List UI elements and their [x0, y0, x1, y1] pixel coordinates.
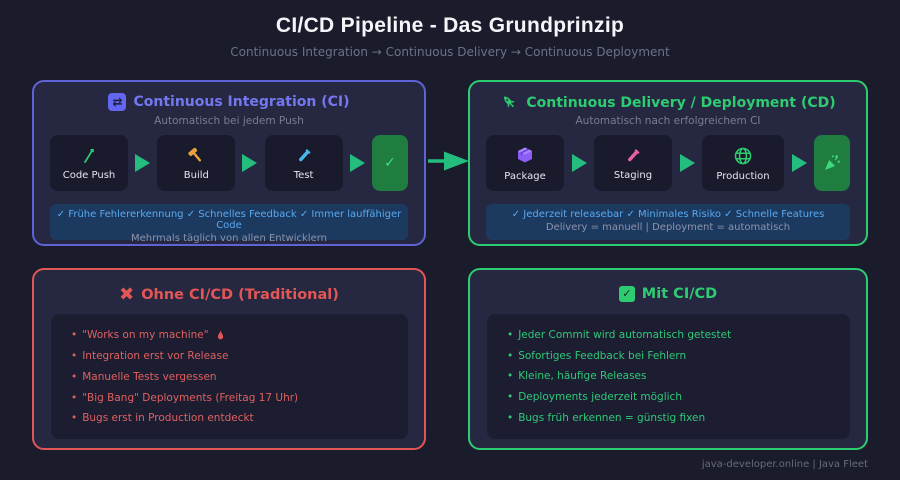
flow-arrow-icon: [349, 154, 365, 172]
flow-arrow-icon: [791, 154, 807, 172]
flow-arrow-icon: [571, 154, 587, 172]
step-label: Code Push: [62, 169, 116, 181]
step-label: Test: [293, 169, 314, 181]
list-item: Jeder Commit wird automatisch getestet: [507, 329, 830, 341]
page-title: CI/CD Pipeline - Das Grundprinzip: [275, 14, 625, 37]
ci-steps-row: Code Push Build: [50, 134, 408, 192]
without-panel-title: Ohne CI/CD (Traditional): [141, 287, 339, 303]
test-tube-icon: [298, 148, 310, 161]
commit-arrow-icon: [84, 148, 94, 163]
step-label: Production: [716, 170, 770, 182]
step-code-push: Code Push: [50, 135, 128, 191]
list-item: Bugs erst in Production entdeckt: [71, 412, 388, 424]
list-item: "Works on my machine": [71, 329, 388, 342]
page-subtitle: Continuous Integration → Continuous Deli…: [230, 45, 670, 59]
check-icon: ✓: [384, 155, 396, 171]
fire-icon: [217, 329, 223, 340]
list-item-text: "Works on my machine": [82, 329, 209, 342]
list-item: Kleine, häufige Releases: [507, 370, 830, 382]
step-package: Package: [486, 135, 564, 191]
step-label: Staging: [613, 169, 653, 181]
without-list: "Works on my machine" Integration erst v…: [51, 314, 408, 439]
cd-panel-subtitle: Automatisch nach erfolgreichem CI: [575, 115, 761, 127]
list-item: Bugs früh erkennen = günstig fixen: [507, 412, 830, 424]
ci-panel: ⇄ Continuous Integration (CI) Automatisc…: [32, 80, 426, 246]
with-list: Jeder Commit wird automatisch getestet S…: [487, 314, 850, 439]
flow-arrow-icon: [135, 154, 151, 172]
rocket-icon: [504, 96, 516, 108]
ci-to-cd-arrow-icon: [428, 151, 469, 171]
list-item: Manuelle Tests vergessen: [71, 371, 388, 383]
list-item: "Big Bang" Deployments (Freitag 17 Uhr): [71, 392, 388, 404]
without-panel-header: ✖ Ohne CI/CD (Traditional): [34, 286, 424, 304]
step-label: Package: [504, 170, 546, 182]
footer-credit: java-developer.online | Java Fleet: [701, 459, 868, 470]
cd-panel: Continuous Delivery / Deployment (CD) Au…: [468, 80, 868, 246]
list-item: Sofortiges Feedback bei Fehlern: [507, 350, 830, 362]
with-cicd-panel: ✓ Mit CI/CD Jeder Commit wird automatisc…: [468, 268, 868, 450]
cd-benefits: ✓ Jederzeit releasebar ✓ Minimales Risik…: [511, 209, 825, 220]
package-icon: [518, 147, 532, 162]
staging-tube-icon: [628, 148, 640, 161]
sync-icon: ⇄: [108, 93, 127, 111]
step-production: Production: [702, 135, 784, 191]
hammer-icon: [188, 147, 202, 162]
ci-panel-subtitle: Automatisch bei jedem Push: [154, 115, 304, 127]
step-staging: Staging: [594, 135, 672, 191]
ci-panel-header: ⇄ Continuous Integration (CI): [34, 93, 424, 111]
cd-benefits-band: ✓ Jederzeit releasebar ✓ Minimales Risik…: [486, 204, 850, 240]
party-popper-icon: [825, 155, 840, 170]
flow-arrow-icon: [679, 154, 695, 172]
checkbox-icon: ✓: [618, 286, 635, 302]
cd-success-tile: [814, 135, 850, 191]
cd-panel-header: Continuous Delivery / Deployment (CD): [470, 93, 866, 112]
list-item: Integration erst vor Release: [71, 350, 388, 362]
cd-steps-row: Package Staging Productio: [486, 134, 850, 192]
ci-benefits: ✓ Frühe Fehlererkennung ✓ Schnelles Feed…: [56, 209, 402, 231]
ci-note: Mehrmals täglich von allen Entwicklern: [131, 233, 327, 244]
flow-arrow-icon: [242, 154, 258, 172]
step-test: Test: [264, 135, 343, 191]
step-build: Build: [157, 135, 236, 191]
cd-panel-title: Continuous Delivery / Deployment (CD): [526, 94, 836, 111]
list-item: Deployments jederzeit möglich: [507, 391, 830, 403]
ci-panel-title: Continuous Integration (CI): [133, 94, 350, 110]
with-panel-title: Mit CI/CD: [641, 286, 718, 302]
ci-benefits-band: ✓ Frühe Fehlererkennung ✓ Schnelles Feed…: [50, 204, 408, 244]
ci-success-tile: ✓: [371, 135, 408, 191]
without-cicd-panel: ✖ Ohne CI/CD (Traditional) "Works on my …: [32, 268, 426, 450]
step-label: Build: [183, 169, 209, 181]
cd-note: Delivery = manuell | Deployment = automa…: [545, 222, 791, 233]
cross-icon: ✖: [119, 284, 135, 305]
globe-icon: [734, 147, 752, 164]
with-panel-header: ✓ Mit CI/CD: [470, 286, 866, 302]
